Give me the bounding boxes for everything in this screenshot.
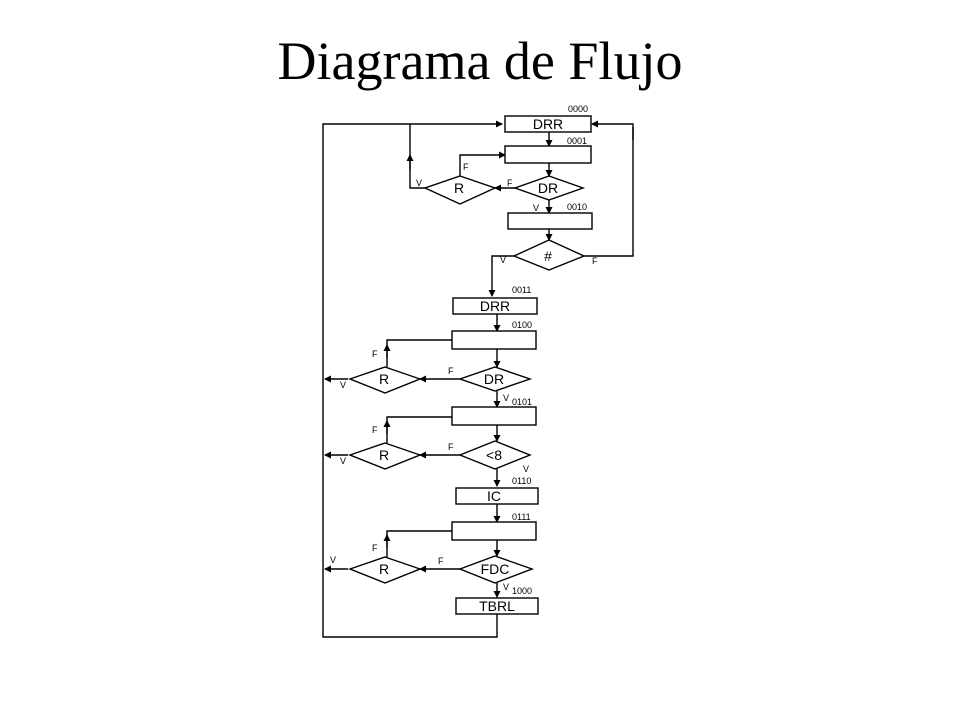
box-label: TBRL — [479, 598, 515, 614]
box-0001 — [504, 145, 592, 164]
box-0100 — [451, 330, 537, 350]
box-label: IC — [487, 488, 501, 504]
address-label: 1000 — [512, 586, 532, 596]
address-label: 0011 — [512, 285, 531, 295]
diamond-dr-1: DR — [512, 175, 586, 201]
box-1000: TBRL — [455, 597, 539, 615]
box-label: DRR — [533, 116, 563, 132]
svg-text:R: R — [379, 447, 389, 463]
address-label: 0001 — [567, 136, 587, 146]
box-0110: IC — [455, 487, 539, 505]
flag-false: F — [372, 543, 378, 553]
diamond-r-2: R — [347, 366, 423, 394]
diamond-fdc: FDC — [458, 555, 535, 584]
diamond-r-1: R — [423, 175, 497, 205]
svg-text:DR: DR — [538, 180, 558, 196]
flag-true: V — [416, 178, 422, 188]
branch-flags: F V F V V F F F V V F F V V F F V V — [330, 162, 598, 592]
flag-false: F — [448, 442, 454, 452]
connector-lines — [322, 120, 634, 638]
address-label: 0111 — [512, 512, 531, 522]
box-0010 — [507, 212, 593, 230]
box-label: DRR — [480, 298, 510, 314]
address-label: 0000 — [568, 104, 588, 114]
box-0011: DRR — [452, 297, 538, 315]
svg-text:FDC: FDC — [481, 561, 510, 577]
diamond-lt8: <8 — [458, 440, 532, 470]
flag-true: V — [340, 456, 346, 466]
flag-true: V — [500, 255, 506, 265]
flag-true: V — [503, 393, 509, 403]
flag-false: F — [448, 366, 454, 376]
svg-text:R: R — [379, 561, 389, 577]
flag-false: F — [507, 178, 513, 188]
page-title: Diagrama de Flujo — [277, 31, 683, 91]
address-label: 0010 — [567, 202, 587, 212]
box-0111 — [451, 521, 537, 541]
flag-false: F — [372, 349, 378, 359]
address-label: 0100 — [512, 320, 532, 330]
flag-false: F — [372, 425, 378, 435]
flag-true: V — [533, 203, 539, 213]
svg-text:#: # — [544, 248, 552, 264]
box-0000: DRR — [504, 115, 592, 133]
flag-false: F — [463, 162, 469, 172]
address-labels: 0000 0001 0010 0011 0100 0101 0110 0111 … — [512, 104, 588, 596]
address-label: 0110 — [512, 476, 531, 486]
flag-true: V — [340, 380, 346, 390]
svg-text:R: R — [379, 371, 389, 387]
flag-true: V — [330, 555, 336, 565]
box-0101 — [451, 406, 537, 426]
flag-true: V — [523, 464, 529, 474]
flag-false: F — [592, 256, 598, 266]
svg-text:R: R — [454, 180, 464, 196]
flag-false: F — [438, 556, 444, 566]
diamond-dr-2: DR — [457, 366, 533, 392]
flag-true: V — [503, 582, 509, 592]
svg-text:DR: DR — [484, 371, 504, 387]
diamond-r-4: R — [347, 556, 423, 584]
diamond-r-3: R — [347, 442, 423, 470]
svg-text:<8: <8 — [486, 447, 502, 463]
diamond-hash: # — [512, 239, 586, 271]
address-label: 0101 — [512, 397, 532, 407]
